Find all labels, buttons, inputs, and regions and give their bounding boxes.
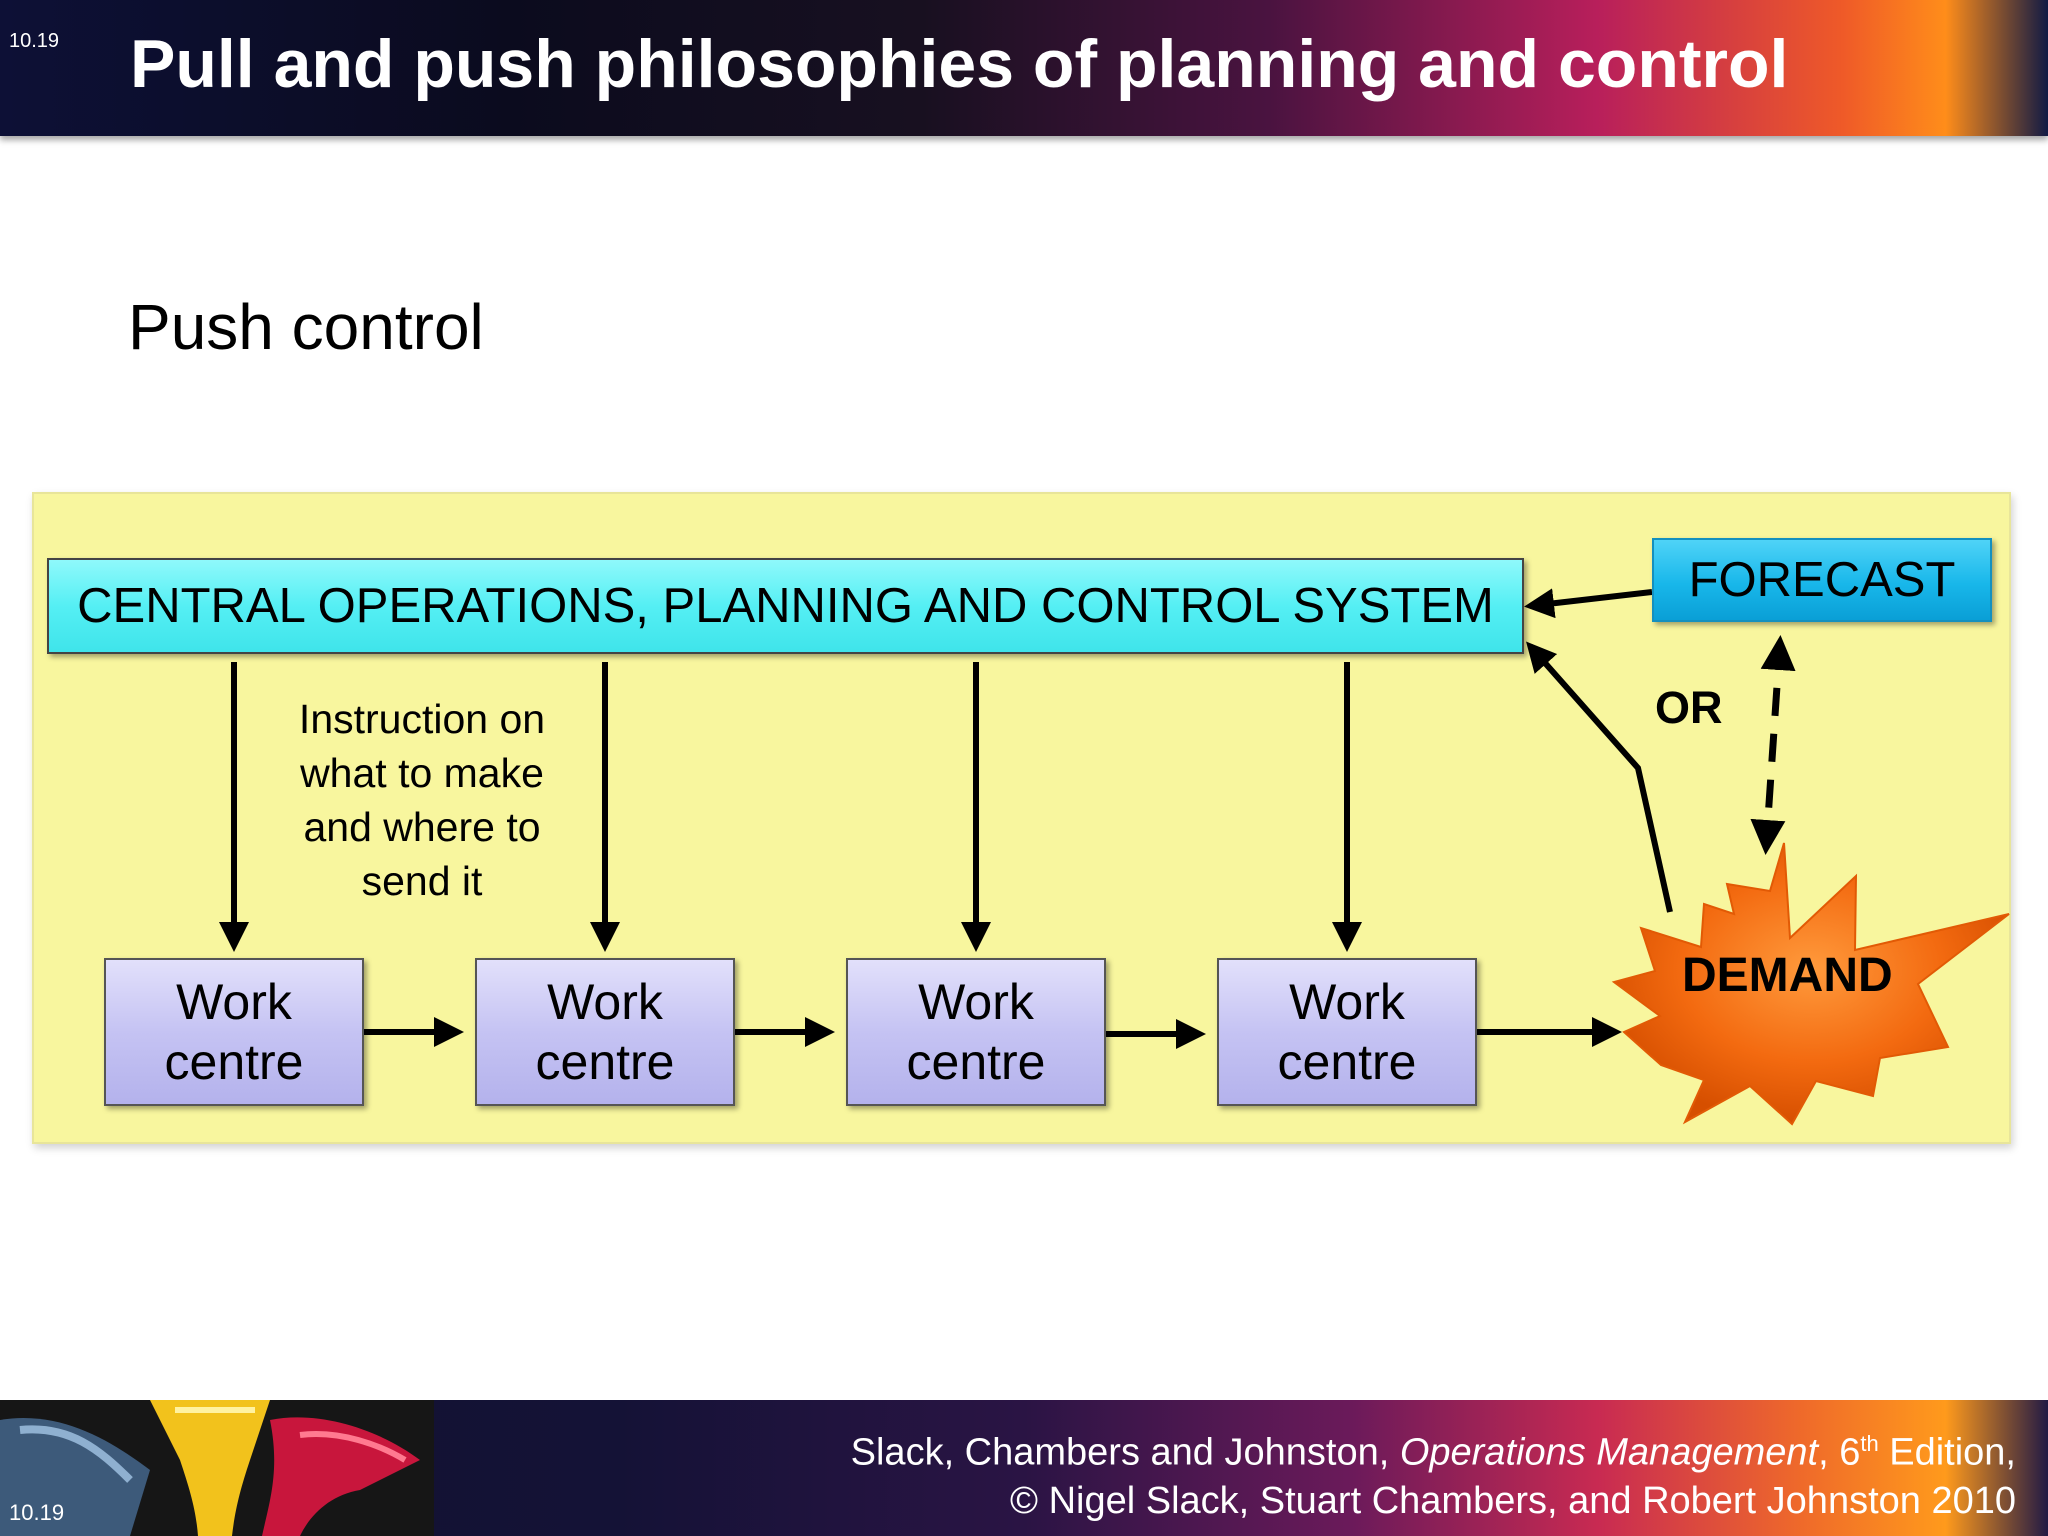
work-centre-line: Work [1289,974,1405,1030]
footer-photo [0,1400,434,1536]
instruction-line: what to make [300,750,544,796]
work-centre-line: Work [547,974,663,1030]
work-centre-line: Work [918,974,1034,1030]
slide-title: Pull and push philosophies of planning a… [130,26,1789,102]
work-centre-line: Work [176,974,292,1030]
work-centre-line: centre [1277,1034,1417,1090]
work-centre-3: Work centre [846,958,1106,1106]
citation-line-2: © Nigel Slack, Stuart Chambers, and Robe… [1010,1479,2016,1522]
citation: Slack, Chambers and Johnston, Operations… [851,1420,2016,1525]
title-bar [0,0,2048,136]
demand-label: DEMAND [1682,949,1893,1002]
work-centre-line: centre [906,1034,1046,1090]
slide-number: 10.19 [9,30,60,52]
central-operations-box: CENTRAL OPERATIONS, PLANNING AND CONTROL… [47,558,1524,654]
or-label: OR [1655,682,1723,733]
slide-number-footer: 10.19 [9,1500,65,1525]
instruction-label: Instruction on what to make and where to… [262,692,582,908]
work-centre-2: Work centre [475,958,735,1106]
work-centre-1: Work centre [104,958,364,1106]
citation-line-1: Slack, Chambers and Johnston, Operations… [850,1431,2016,1474]
instruction-line: Instruction on [298,696,546,742]
section-heading: Push control [128,291,484,363]
instruction-line: send it [361,858,483,904]
forecast-box: FORECAST [1652,538,1992,622]
work-centre-line: centre [535,1034,675,1090]
work-centre-4: Work centre [1217,958,1477,1106]
paint-pour-image [0,1400,434,1536]
work-centre-line: centre [164,1034,304,1090]
instruction-line: and where to [303,804,541,850]
